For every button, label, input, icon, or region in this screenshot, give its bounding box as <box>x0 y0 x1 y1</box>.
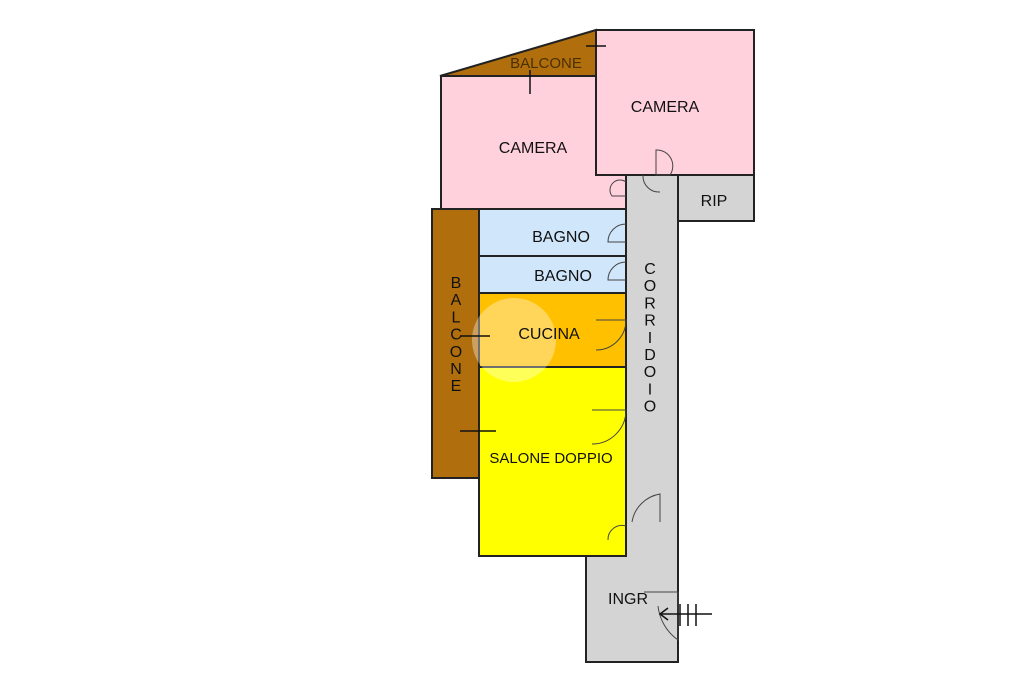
entrance-arrow-head <box>658 607 669 621</box>
door-swing <box>655 149 674 176</box>
label-salone: SALONE DOPPIO <box>489 450 612 467</box>
balcone-side-area <box>431 208 480 479</box>
door-swing <box>607 524 627 541</box>
label-balcone-top: BALCONE <box>510 55 582 72</box>
label-cucina: CUCINA <box>518 326 580 343</box>
rip-room <box>677 174 755 222</box>
bagno-1-room <box>478 208 627 257</box>
door-swing <box>644 591 679 641</box>
salone-room <box>478 366 627 557</box>
label-ingr: INGR <box>608 591 648 608</box>
label-camera-left: CAMERA <box>499 140 568 157</box>
camera-right-room <box>595 29 755 176</box>
door-swing <box>591 409 627 445</box>
cucina-room <box>478 292 627 368</box>
label-bagno-2: BAGNO <box>534 268 592 285</box>
label-rip: RIP <box>701 193 728 210</box>
door-swing <box>609 179 627 197</box>
door-swing <box>607 223 627 243</box>
label-camera-right: CAMERA <box>631 99 700 116</box>
door-swing <box>607 261 627 281</box>
door-swing <box>631 493 661 523</box>
label-bagno-1: BAGNO <box>532 229 590 246</box>
door-swing <box>595 319 627 351</box>
watermark-logo <box>472 298 556 382</box>
door-swing <box>642 174 661 193</box>
